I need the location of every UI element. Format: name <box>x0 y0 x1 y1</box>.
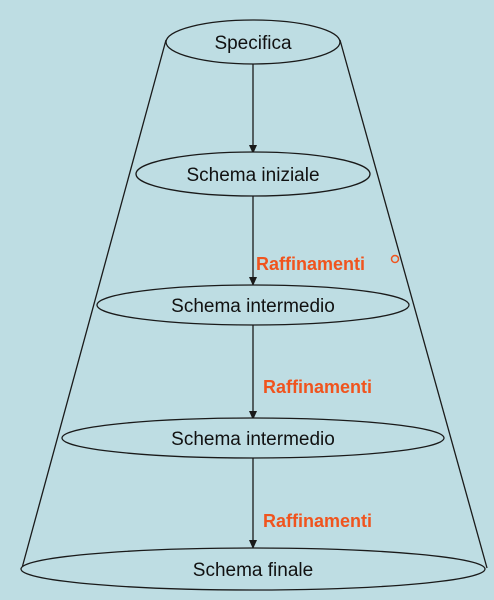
node-schema-intermedio-1 <box>96 284 410 326</box>
node-schema-finale <box>20 547 486 591</box>
edge-label-raffinamenti-2: Raffinamenti <box>263 377 372 397</box>
edge-label-raffinamenti-3: Raffinamenti <box>263 511 372 531</box>
node-schema-iniziale-label: Schema iniziale <box>186 165 319 186</box>
node-schema-intermedio-2 <box>61 417 445 459</box>
cone-right-edge <box>339 39 488 569</box>
cursor-dot-icon <box>390 254 400 264</box>
node-schema-intermedio-2-label: Schema intermedio <box>171 429 335 450</box>
cone-left-edge <box>21 39 167 569</box>
node-schema-finale-label: Schema finale <box>193 560 313 581</box>
node-schema-intermedio-1-label: Schema intermedio <box>171 296 335 317</box>
node-schema-iniziale <box>135 151 371 197</box>
node-specifica-label: Specifica <box>214 33 292 54</box>
edge-label-raffinamenti-1: Raffinamenti <box>256 254 365 274</box>
node-specifica <box>165 19 341 65</box>
